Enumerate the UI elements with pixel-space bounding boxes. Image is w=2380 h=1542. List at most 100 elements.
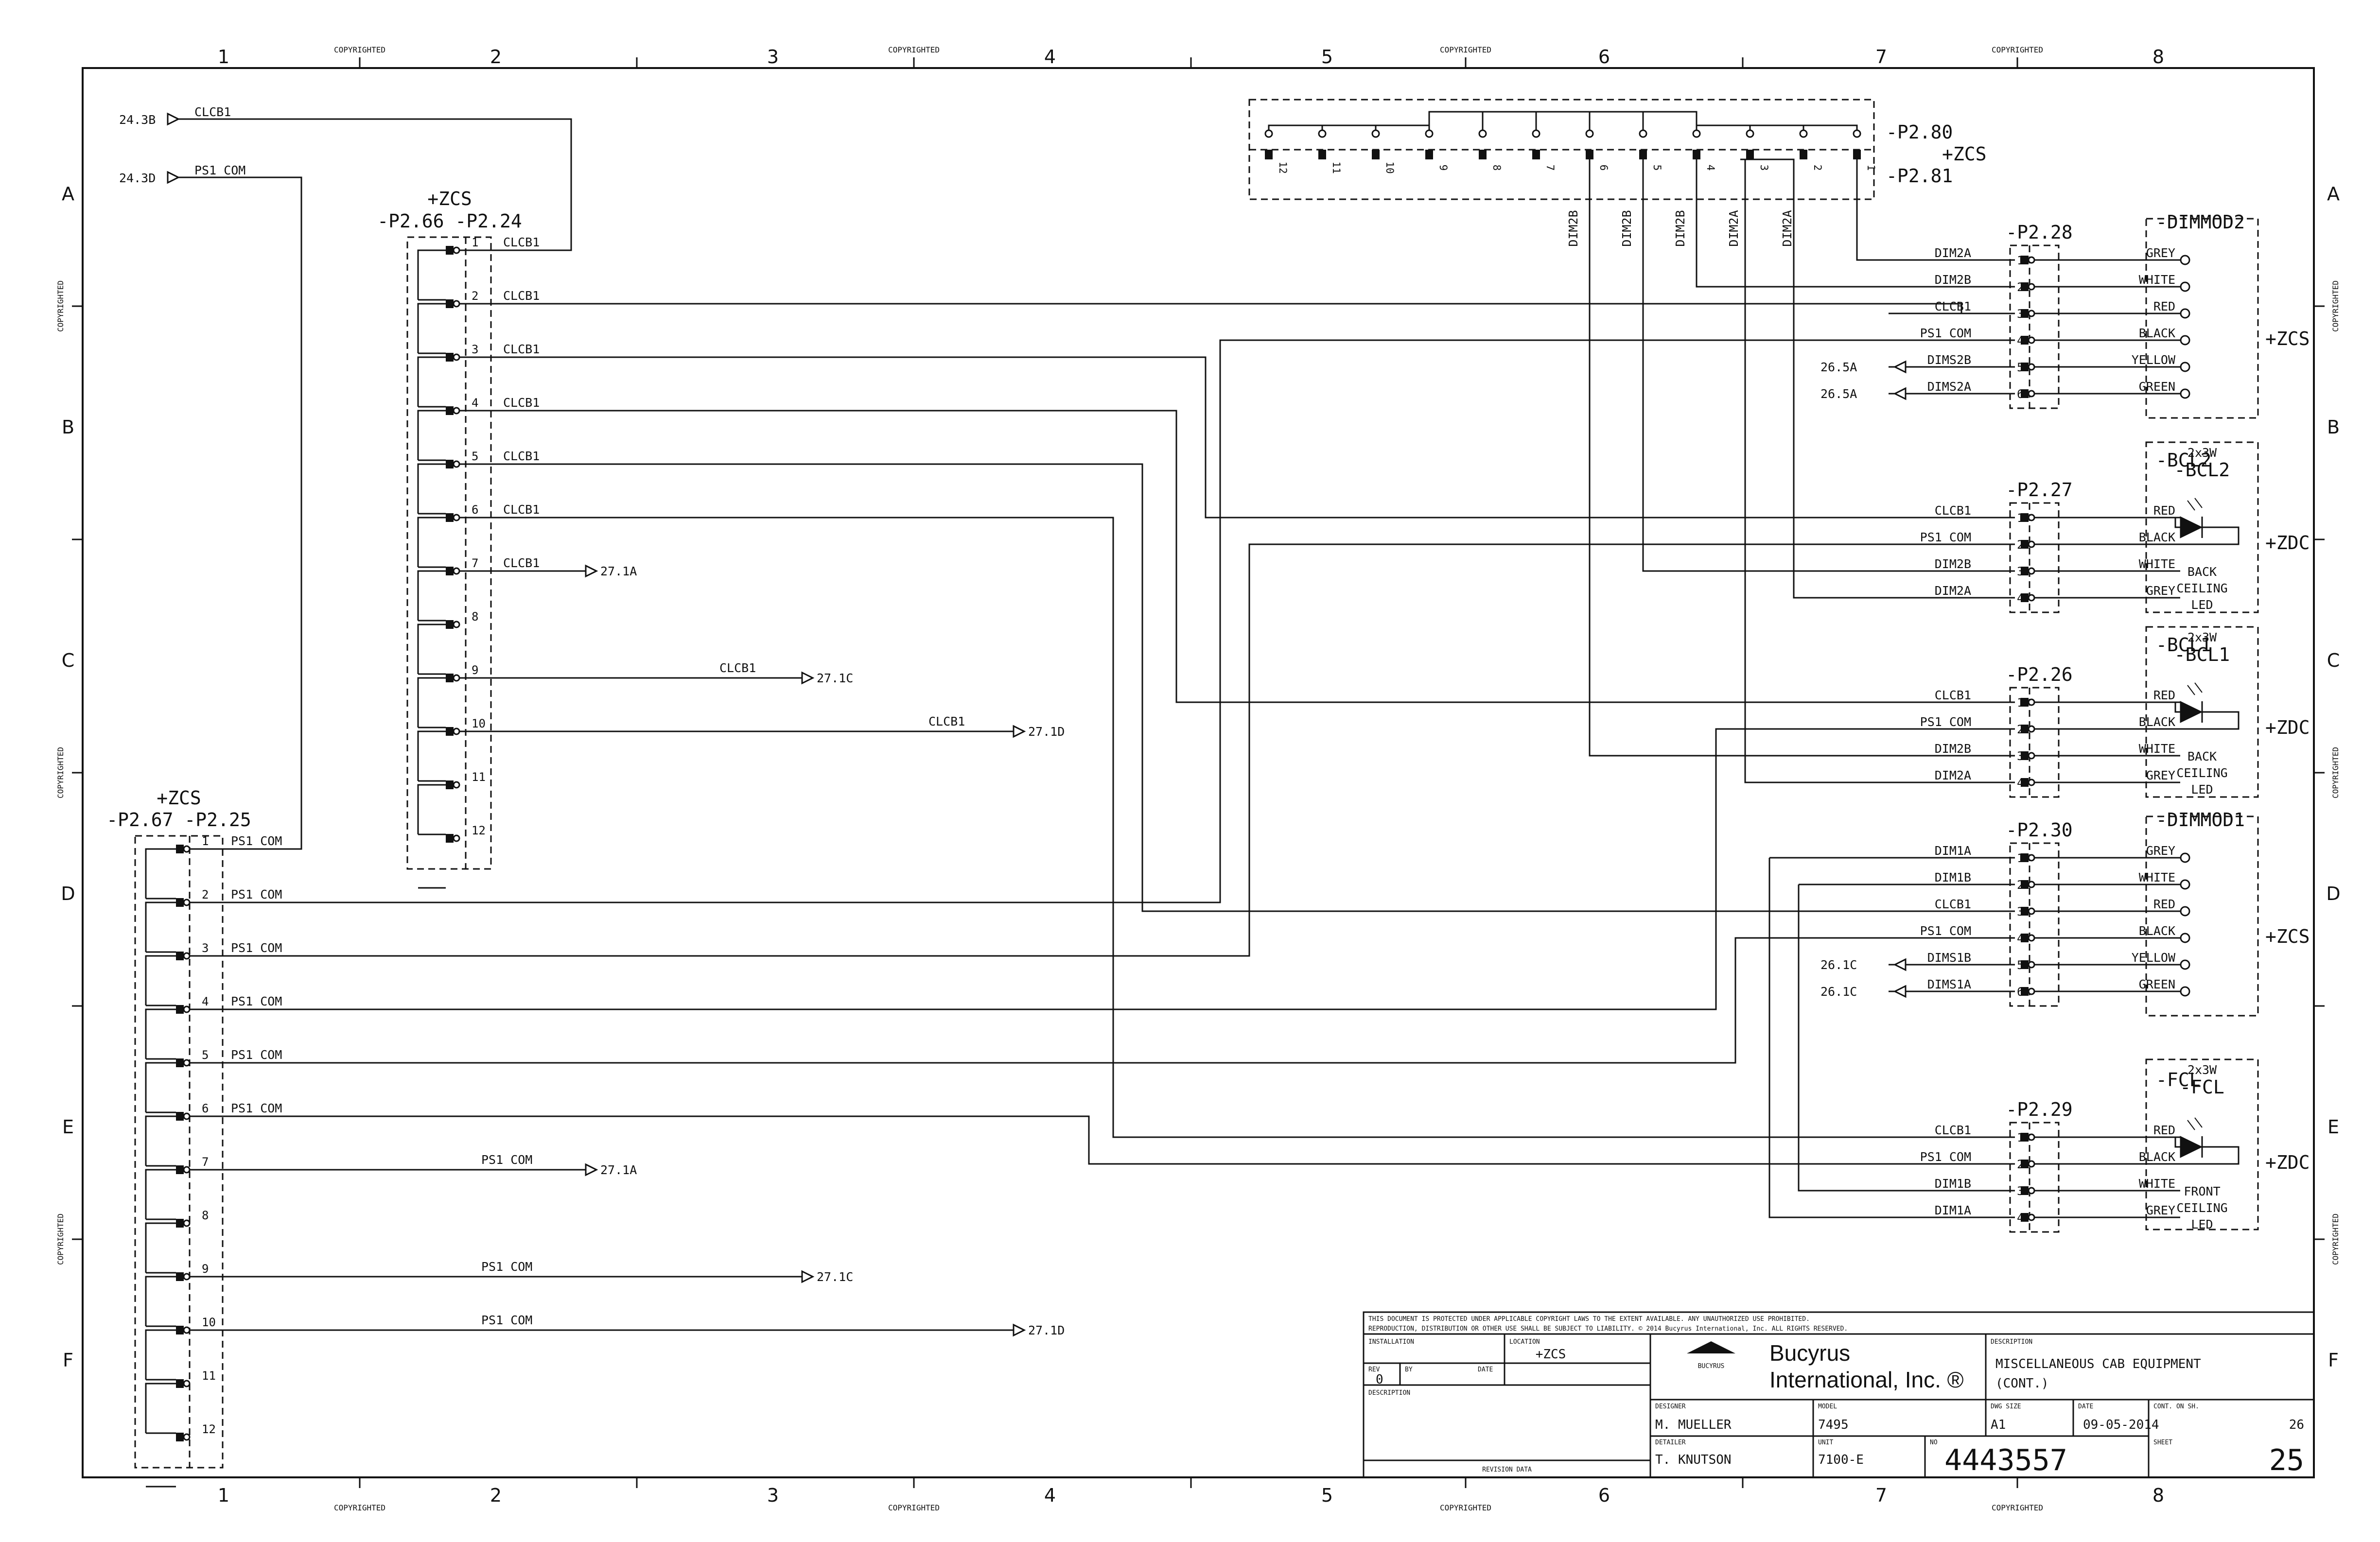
feed-wire-clcb1 bbox=[178, 118, 572, 251]
pin-number: 11 bbox=[1330, 161, 1342, 173]
device-location: +ZDC bbox=[2265, 717, 2310, 738]
pin-socket-icon bbox=[1264, 129, 1273, 138]
pin-socket-icon bbox=[453, 567, 460, 575]
title-block-frame bbox=[1363, 1311, 2315, 1478]
pin-icon bbox=[176, 1433, 184, 1441]
input-ref: 24.3B bbox=[119, 113, 156, 127]
pin-socket-icon bbox=[183, 1005, 191, 1013]
field-label: UNIT bbox=[1818, 1439, 1833, 1446]
wire-color: GREY bbox=[2146, 246, 2175, 260]
device-name: -DIMMOD1 bbox=[2156, 809, 2245, 831]
wire-color: RED bbox=[2153, 897, 2175, 911]
pin-socket-icon bbox=[1371, 129, 1380, 138]
device-description: CEILING bbox=[2176, 1201, 2227, 1215]
pin-number: 2 bbox=[2017, 538, 2024, 552]
company-name: Bucyrus bbox=[1769, 1340, 1850, 1366]
wires bbox=[145, 111, 2240, 1488]
row-label-right: A bbox=[2327, 183, 2340, 205]
pin-icon bbox=[446, 246, 454, 255]
wire-clcb1 bbox=[459, 517, 1889, 1138]
pin-socket-icon bbox=[1692, 129, 1701, 138]
pin-number: 12 bbox=[202, 1422, 216, 1436]
block-location: +ZCS bbox=[157, 787, 201, 809]
wire-clcb1 bbox=[459, 410, 1889, 703]
signal-name: DIM2A bbox=[1935, 584, 1971, 598]
pin-icon bbox=[2021, 1213, 2029, 1222]
terminal-icon bbox=[2180, 388, 2190, 399]
jumper-wire bbox=[145, 955, 180, 1005]
signal-name: PS1 COM bbox=[1920, 326, 1971, 340]
column-label-top: 6 bbox=[1598, 46, 1610, 68]
signal-name: CLCB1 bbox=[1935, 688, 1971, 702]
wire-color: YELLOW bbox=[2132, 951, 2176, 965]
pin-icon bbox=[176, 1326, 184, 1334]
terminal-icon bbox=[2180, 852, 2190, 863]
pin-icon bbox=[2021, 513, 2029, 522]
pin-icon bbox=[1586, 150, 1593, 159]
device-description: LED bbox=[2191, 782, 2213, 797]
wire-color: BLACK bbox=[2139, 1150, 2175, 1164]
device-rating: 2x3W bbox=[2188, 446, 2217, 460]
wire-label: DIM2B bbox=[1620, 210, 1634, 246]
wire-color: WHITE bbox=[2139, 557, 2175, 571]
pin-socket-icon bbox=[2028, 1213, 2035, 1221]
wire-label: PS1 COM bbox=[481, 1313, 532, 1327]
pin-icon bbox=[2021, 1160, 2029, 1168]
drawing-date: 09-05-2014 bbox=[2083, 1418, 2159, 1432]
pin-number: 2 bbox=[2017, 723, 2024, 736]
signal-name: DIM1A bbox=[1935, 1203, 1971, 1217]
pin-number: 7 bbox=[472, 556, 478, 570]
jumper-wire bbox=[417, 730, 450, 781]
copyright-mark: COPYRIGHTED bbox=[2331, 280, 2340, 332]
pin-socket-icon bbox=[453, 353, 460, 361]
wire-dim2b bbox=[1589, 159, 1889, 757]
field-label: REVISION DATA bbox=[1482, 1466, 1532, 1473]
pin-number: 9 bbox=[1437, 165, 1449, 171]
wire-color: RED bbox=[2153, 299, 2175, 313]
pin-icon bbox=[1746, 150, 1754, 159]
pin-socket-icon bbox=[183, 952, 191, 960]
pin-number: 3 bbox=[2017, 307, 2024, 321]
jumper-wire bbox=[145, 1008, 180, 1059]
pin-socket-icon bbox=[183, 899, 191, 906]
connector-block-p2-67 bbox=[134, 835, 224, 1469]
signal-name: DIMS2A bbox=[1927, 380, 1971, 394]
copyright-mark: COPYRIGHTED bbox=[888, 1503, 940, 1512]
column-label-top: 2 bbox=[490, 46, 502, 68]
pin-icon bbox=[1318, 150, 1326, 159]
wire-color: GREY bbox=[2146, 768, 2175, 782]
model-value: 7495 bbox=[1818, 1418, 1849, 1432]
pin-number: 9 bbox=[202, 1262, 209, 1276]
field-label: MODEL bbox=[1818, 1403, 1837, 1410]
pin-icon bbox=[2021, 698, 2029, 707]
jumper-wire bbox=[1802, 124, 1858, 130]
wire-color: RED bbox=[2153, 503, 2175, 518]
pin-icon bbox=[1532, 150, 1540, 159]
signal-name: PS1 COM bbox=[1920, 530, 1971, 544]
device-connector-ref: -P2.30 bbox=[2006, 819, 2072, 841]
copyright-mark: COPYRIGHTED bbox=[56, 747, 65, 798]
pin-icon bbox=[446, 353, 454, 362]
pin-icon bbox=[176, 898, 184, 907]
wire-color: WHITE bbox=[2139, 273, 2175, 287]
pin-icon bbox=[446, 513, 454, 522]
column-label-bottom: 8 bbox=[2152, 1485, 2164, 1506]
jumper-wire bbox=[1749, 124, 1804, 130]
device-description: BACK bbox=[2188, 749, 2217, 763]
jumper-wire bbox=[1375, 124, 1430, 130]
device-connector-ref: -P2.26 bbox=[2006, 664, 2072, 685]
pin-icon bbox=[1693, 150, 1700, 159]
block-refs: -P2.67 -P2.25 bbox=[106, 809, 251, 831]
title-block bbox=[1363, 1311, 2315, 1478]
field-label: DATE bbox=[2078, 1403, 2093, 1410]
pin-socket-icon bbox=[2028, 567, 2035, 575]
pin-icon bbox=[176, 1058, 184, 1067]
pin-number: 7 bbox=[1544, 165, 1556, 171]
terminal-icon bbox=[2180, 281, 2190, 292]
wire-color: WHITE bbox=[2139, 1177, 2175, 1191]
pin-number: 10 bbox=[472, 717, 486, 730]
terminal-icon bbox=[2180, 335, 2190, 346]
led-icon bbox=[2180, 516, 2203, 538]
pin-number: 1 bbox=[472, 236, 478, 249]
signal-name: DIMS1B bbox=[1927, 951, 1971, 965]
